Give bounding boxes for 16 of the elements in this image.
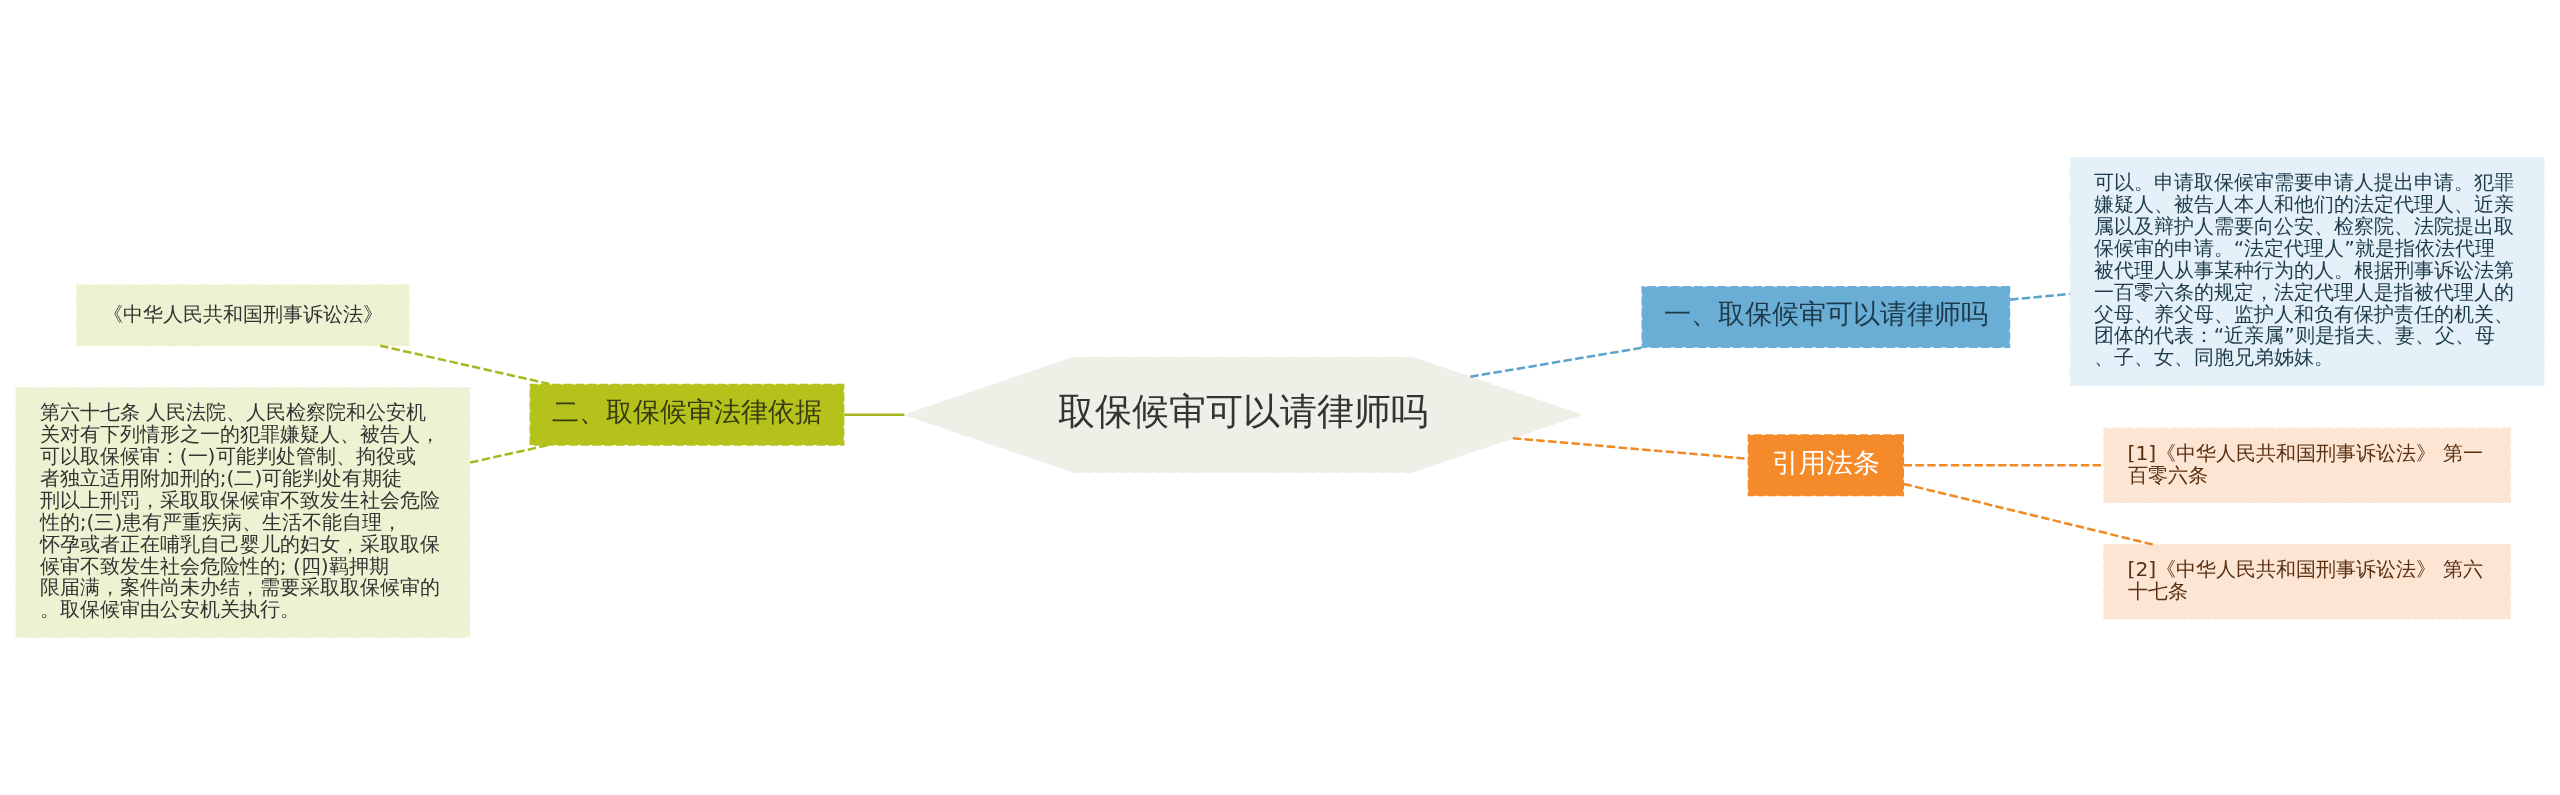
node-box: 一、取保候审可以请律师吗 bbox=[1641, 286, 2011, 349]
node-box: [2]《中华人民共和国刑事诉讼法》 第六十七条 bbox=[2103, 543, 2511, 620]
node-box: 可以。申请取保候审需要申请人提出申请。犯罪嫌疑人、被告人本人和他们的法定代理人、近亲属以及辩护人需要向公安、检察院、法院提出取保候审的申请。“法定代理人”就是指依法代理被代理人从事某种行为的人。根据刑事诉讼法第一百零六条的规定，法定代理人是指被代理人的父母、养父母、监护人和负有保护责任的机关、团体的代表：“近亲属”则是指夫、妻、父、母、子、女、同胞兄弟姊妹。 bbox=[2069, 157, 2545, 386]
connector bbox=[844, 413, 905, 417]
connector bbox=[1903, 464, 2104, 467]
node-box: 二、取保候审法律依据 bbox=[529, 383, 845, 446]
node-box: 第六十七条 人民法院、人民检察院和公安机关对有下列情形之一的犯罪嫌疑人、被告人，可以取保候审：(一)可能判处管制、拘役或者独立适用附加刑的;(二)可能判处有期徒刑以上刑罚，采取取保候审不致发生社会危险性的;(三)患有严重疾病、生活不能自理，怀孕或者正在哺乳自己婴儿的妇女，采取取保候审不致发生社会危险性的; (四)羁押期限届满，案件尚未办结，需要采取取保候审的。取保候审由公安机关执行。 bbox=[15, 387, 471, 638]
node-box: [1]《中华人民共和国刑事诉讼法》 第一百零六条 bbox=[2103, 427, 2511, 504]
connector bbox=[1470, 346, 1645, 378]
connector bbox=[1903, 482, 2153, 546]
node-box: 引用法条 bbox=[1747, 434, 1905, 497]
node-box: 《中华人民共和国刑事诉讼法》 bbox=[76, 284, 410, 347]
connector bbox=[469, 443, 549, 464]
connector bbox=[379, 344, 552, 386]
connector bbox=[2010, 292, 2070, 301]
connector bbox=[1512, 436, 1748, 460]
